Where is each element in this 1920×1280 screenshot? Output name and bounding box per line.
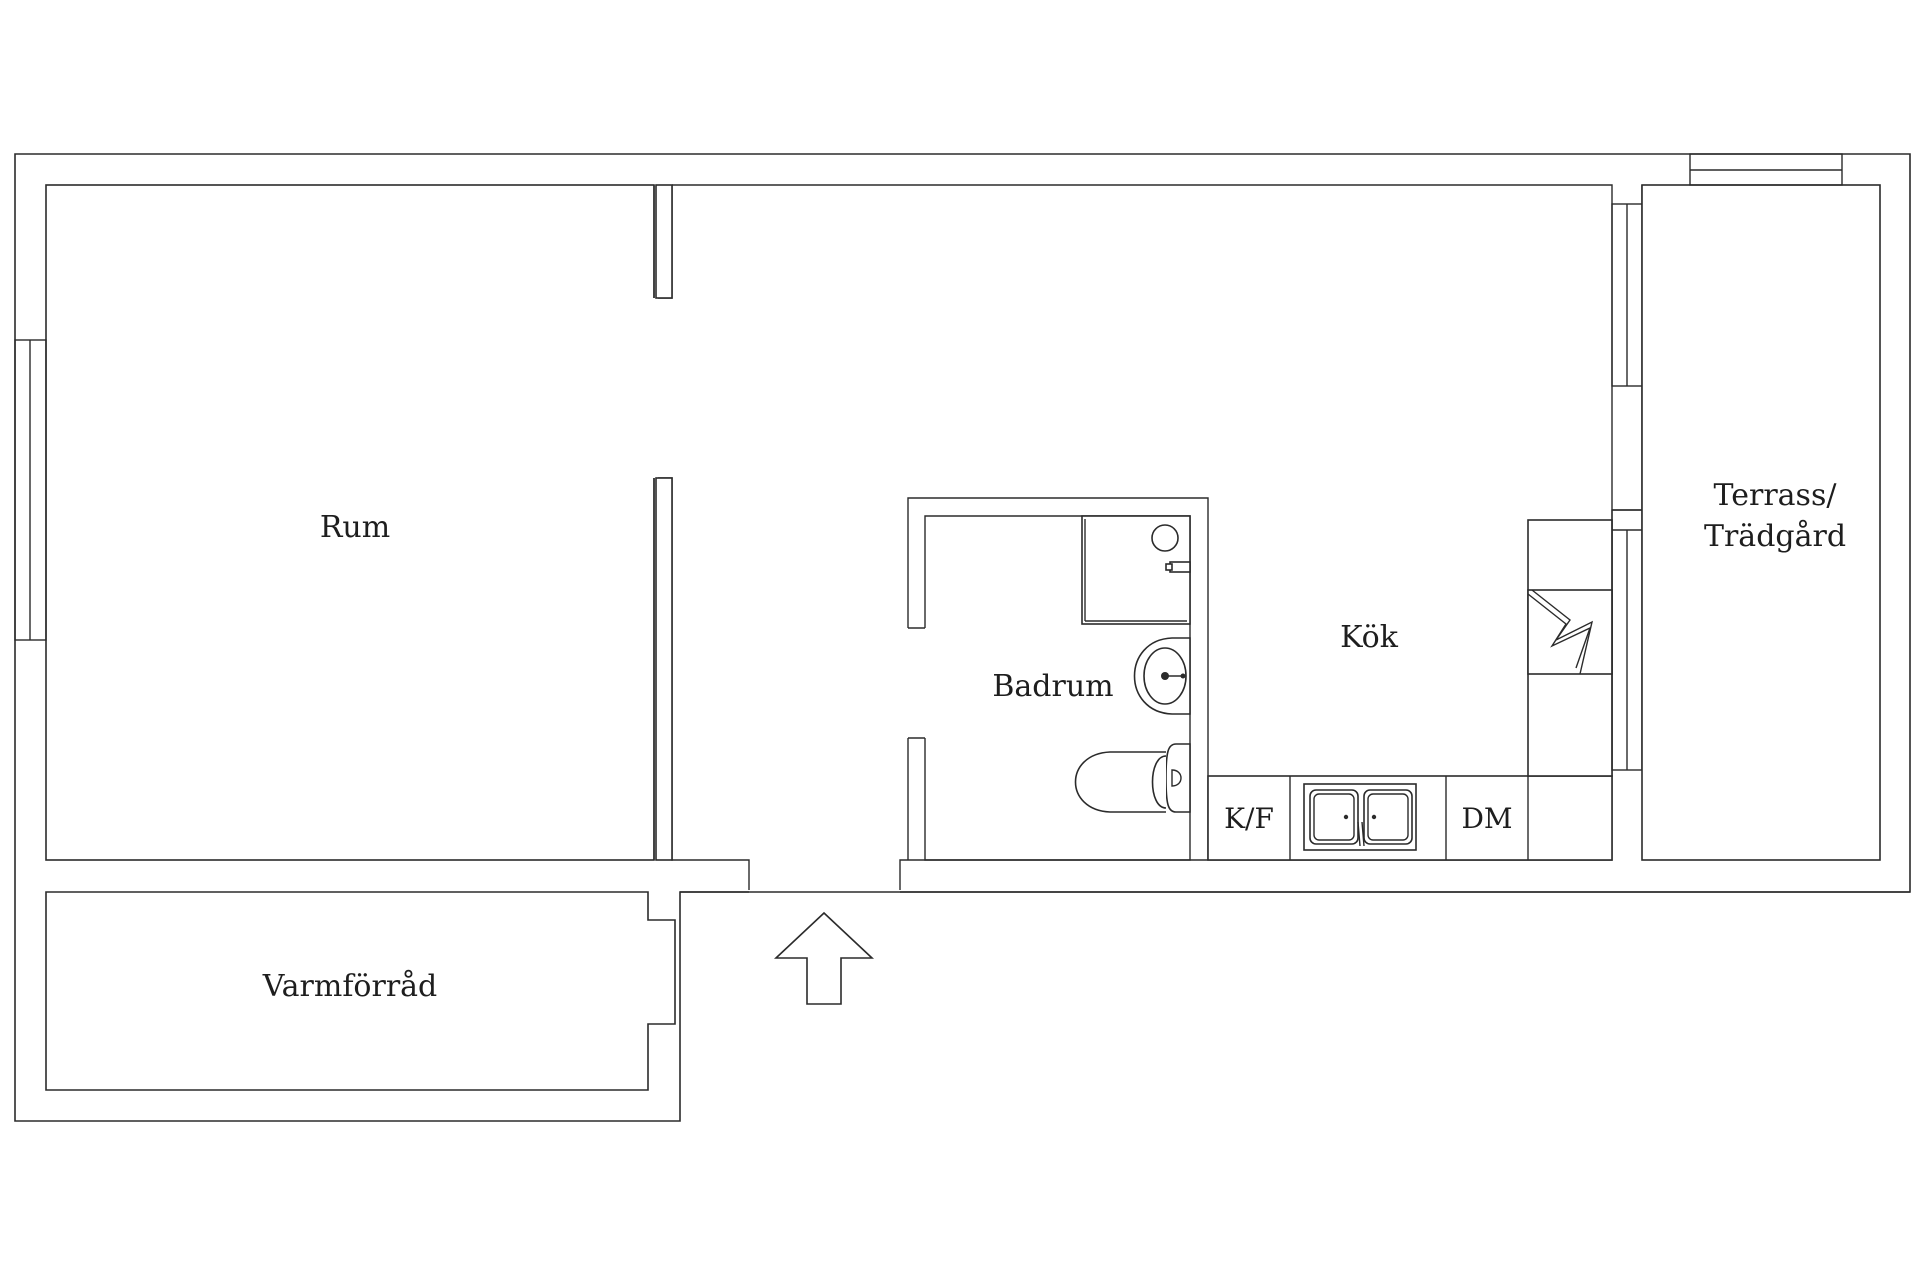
label-terrass-line2: Trädgård bbox=[1704, 519, 1846, 554]
label-kf: K/F bbox=[1224, 802, 1274, 835]
label-badrum: Badrum bbox=[992, 669, 1113, 704]
rum-door-gap bbox=[650, 298, 680, 478]
toilet-icon bbox=[1074, 743, 1191, 813]
fireplace-icon bbox=[1527, 589, 1613, 675]
room-badrum-outer bbox=[907, 497, 1209, 860]
room-terrass bbox=[1641, 184, 1881, 861]
shower-icon bbox=[1081, 515, 1191, 625]
hall-wall-stub-top bbox=[655, 184, 673, 299]
label-dm: DM bbox=[1461, 802, 1512, 835]
room-varmforrad bbox=[45, 891, 676, 1091]
label-kok: Kök bbox=[1340, 620, 1399, 655]
arrow-up-icon bbox=[773, 911, 875, 1005]
double-sink-icon bbox=[1303, 783, 1417, 851]
label-rum: Rum bbox=[320, 510, 390, 545]
label-terrass-line1: Terrass/ bbox=[1714, 478, 1838, 513]
hall-wall-stub-bottom bbox=[655, 477, 673, 861]
room-rum bbox=[45, 184, 655, 861]
washbasin-icon bbox=[1133, 637, 1191, 715]
label-varmforrad: Varmförråd bbox=[262, 969, 438, 1004]
